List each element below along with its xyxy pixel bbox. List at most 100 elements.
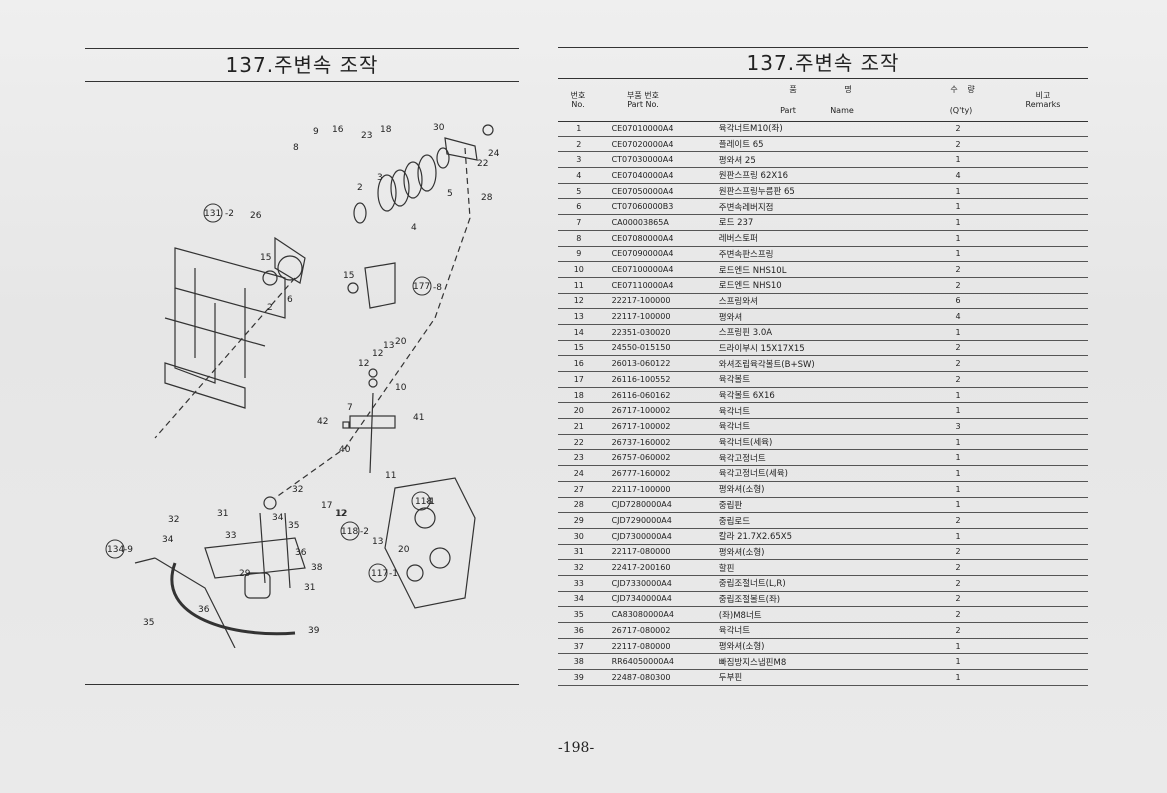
part-number-index: 3	[558, 151, 600, 169]
part-name: 육각너트	[710, 402, 927, 420]
part-name: 레버스토퍼	[710, 230, 927, 247]
callout-label: 31	[217, 509, 228, 519]
part-quantity: 2	[926, 544, 990, 561]
part-number-index: 13	[558, 308, 600, 325]
callout-label: -9	[124, 545, 133, 555]
part-number-index: 39	[558, 669, 600, 686]
diagram-title: 137.주변속 조작	[85, 48, 519, 82]
part-name: 중립조절볼트(좌)	[710, 591, 927, 608]
part-name: 중립판	[710, 497, 927, 514]
callout-label: 36	[198, 605, 210, 615]
part-number-index: 1	[558, 121, 600, 137]
part-code: 22351-030020	[599, 324, 711, 341]
part-name: 스프링와셔	[710, 293, 927, 310]
part-number-index: 24	[558, 465, 600, 482]
callout-label: 40	[339, 445, 351, 455]
part-quantity: 1	[926, 481, 990, 498]
part-code: RR64050000A4	[599, 653, 711, 671]
header-qty-ko-1: 수	[950, 85, 958, 94]
part-number-index: 29	[558, 512, 600, 529]
part-remarks	[989, 402, 1088, 420]
part-remarks	[989, 418, 1088, 435]
part-quantity: 1	[926, 151, 990, 169]
part-number-index: 5	[558, 183, 600, 200]
callout-label: 24	[488, 149, 500, 159]
part-code: 26116-060162	[599, 387, 711, 404]
part-code: CE07050000A4	[599, 183, 711, 200]
part-code: 26737-160002	[599, 434, 711, 451]
part-code: 22117-080000	[599, 638, 711, 655]
callout-label: -8	[433, 283, 442, 293]
part-name: 중립조절너트(L,R)	[710, 575, 927, 592]
callout-label: 13	[383, 341, 394, 351]
part-remarks	[989, 340, 1088, 357]
part-name: 할핀	[710, 559, 927, 576]
part-code: 22117-080000	[599, 544, 711, 561]
part-name: 육각고정너트	[710, 449, 927, 467]
callout-label: 31	[304, 583, 315, 593]
part-code: 26717-100002	[599, 418, 711, 435]
part-code: CE07080000A4	[599, 230, 711, 247]
part-remarks	[989, 308, 1088, 325]
part-quantity: 2	[926, 340, 990, 357]
part-code: CA83080000A4	[599, 606, 711, 623]
callout-label: 11	[385, 471, 396, 481]
callout-label: 15	[260, 253, 271, 263]
part-name: 육각너트M10(좌)	[710, 121, 927, 137]
part-number-index: 36	[558, 622, 600, 639]
part-quantity: 1	[926, 449, 990, 467]
part-code: 24550-015150	[599, 340, 711, 357]
part-name: 플레이트 65	[710, 136, 927, 153]
part-number-index: 10	[558, 261, 600, 278]
part-name: 평와셔 25	[710, 151, 927, 169]
part-remarks	[989, 261, 1088, 278]
callout-label: 13	[372, 537, 383, 547]
part-code: 22117-100000	[599, 481, 711, 498]
part-code: CJD7290000A4	[599, 512, 711, 529]
part-remarks	[989, 575, 1088, 592]
header-remarks-en: Remarks	[1025, 100, 1061, 109]
part-remarks	[989, 246, 1088, 263]
part-quantity: 4	[926, 308, 990, 325]
part-remarks	[989, 622, 1088, 639]
part-quantity: 2	[926, 559, 990, 576]
part-code: 26717-080002	[599, 622, 711, 639]
part-code: CJD7300000A4	[599, 528, 711, 545]
part-remarks	[989, 606, 1088, 623]
part-code: CT07060000B3	[599, 198, 711, 216]
part-remarks	[989, 512, 1088, 529]
part-quantity: 2	[926, 136, 990, 153]
part-number-index: 30	[558, 528, 600, 545]
exploded-parts-diagram: 9 16 23 18 30 24 22 28 8 3 2 5 4 131 -2 …	[95, 118, 515, 649]
part-remarks	[989, 638, 1088, 655]
part-code: CE07040000A4	[599, 167, 711, 184]
part-name: 육각너트(세육)	[710, 434, 927, 451]
callout-label: -2	[225, 209, 234, 219]
part-number-index: 14	[558, 324, 600, 341]
part-number-index: 35	[558, 606, 600, 623]
part-number-index: 8	[558, 230, 600, 247]
part-name: 평와셔(소형)	[710, 481, 927, 498]
part-code: CA00003865A	[599, 214, 711, 231]
part-number-index: 38	[558, 653, 600, 671]
part-name: 로드엔드 NHS10	[710, 277, 927, 294]
part-remarks	[989, 669, 1088, 686]
part-quantity: 2	[926, 121, 990, 137]
part-quantity: 2	[926, 355, 990, 372]
part-name: 평와셔(소형)	[710, 544, 927, 561]
callout-label: 36	[295, 548, 307, 558]
header-remarks-ko: 비고	[1035, 91, 1051, 100]
part-code: 26013-060122	[599, 355, 711, 372]
part-quantity: 1	[926, 465, 990, 482]
part-remarks	[989, 214, 1088, 231]
